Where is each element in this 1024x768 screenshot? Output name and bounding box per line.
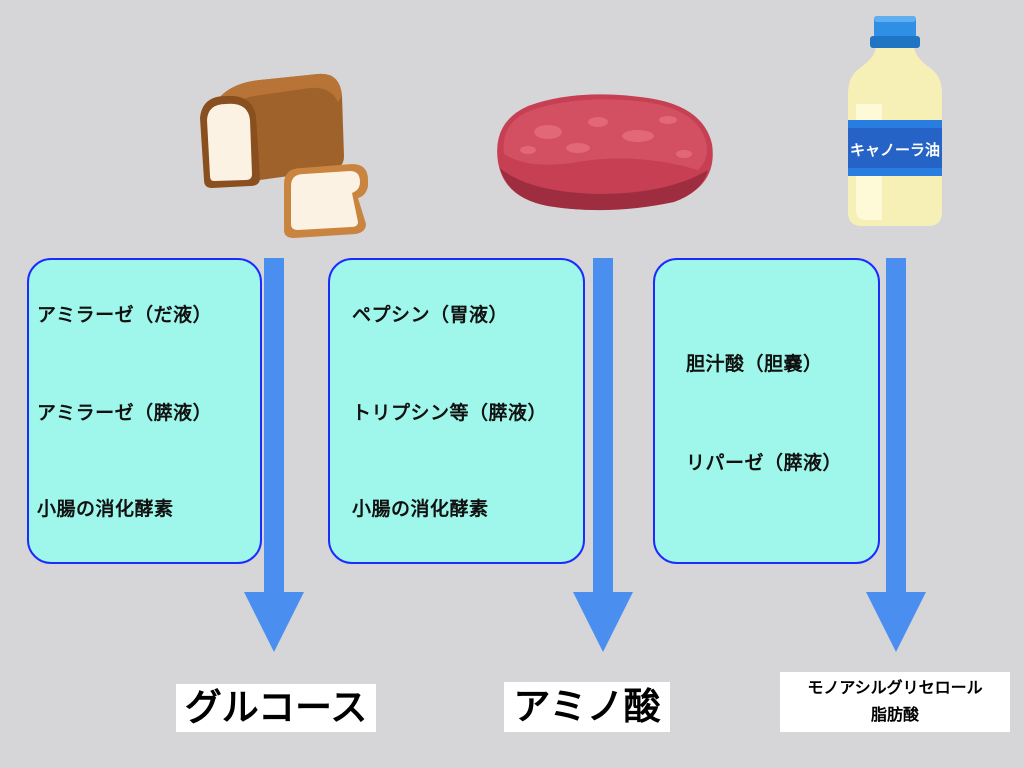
result-line: 脂肪酸 <box>870 705 919 724</box>
result-lipid-products: モノアシルグリセロール 脂肪酸 <box>780 672 1010 732</box>
enzyme-label: 胆汁酸（胆嚢） <box>686 353 823 375</box>
enzyme-label: トリプシン等（膵液） <box>352 402 548 424</box>
enzyme-label: アミラーゼ（膵液） <box>37 402 213 424</box>
enzyme-box-protein <box>328 258 585 564</box>
down-arrow-icon <box>866 258 926 652</box>
bottle-label-text: キャノーラ油 <box>850 141 940 159</box>
enzyme-label: 小腸の消化酵素 <box>352 498 489 520</box>
result-line: モノアシルグリセロール <box>807 678 983 697</box>
enzyme-label: ペプシン（胃液） <box>352 304 509 326</box>
bread-icon <box>200 73 368 238</box>
enzyme-label: アミラーゼ（だ液） <box>37 304 213 326</box>
result-glucose: グルコース <box>176 684 376 732</box>
enzyme-box-carbohydrate <box>27 258 262 564</box>
meat-icon <box>497 94 713 211</box>
down-arrow-icon <box>244 258 304 652</box>
result-amino-acid: アミノ酸 <box>504 682 670 732</box>
enzyme-label: リパーゼ（膵液） <box>686 452 843 474</box>
enzyme-label: 小腸の消化酵素 <box>37 498 174 520</box>
enzyme-box-lipid <box>653 258 880 564</box>
oil-bottle-icon: キャノーラ油 <box>848 16 942 226</box>
down-arrow-icon <box>573 258 633 652</box>
